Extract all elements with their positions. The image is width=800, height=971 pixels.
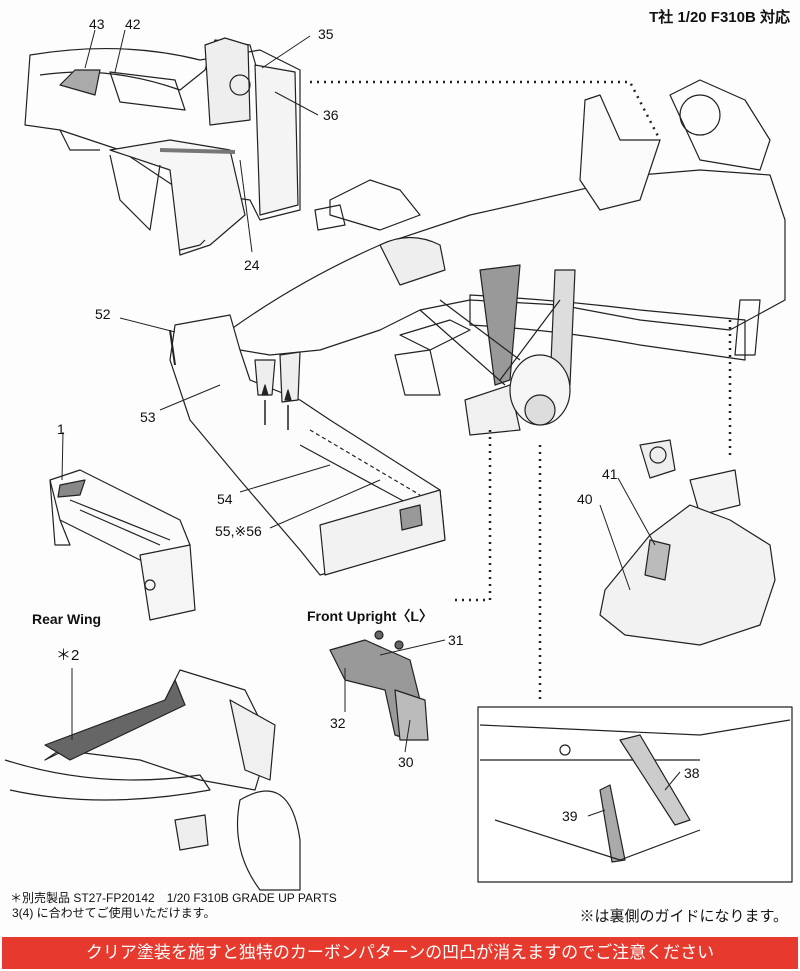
part-label-1: 1 [57,421,65,437]
part-label-35: 35 [318,26,334,42]
footnote-line-2: 3(4) に合わせてご使用いただけます。 [12,906,216,920]
part-label-40: 40 [577,491,593,507]
back-side-guide-note: ※は裏側のガイドになります。 [579,908,788,925]
sidepod-parts-drawing [599,439,776,646]
separate-product-footnote: ＊別売製品 ST27-FP20142 1/20 F310B GRADE UP P… [10,891,337,921]
part-label-2: ＊2 [56,647,80,664]
part-label-54: 54 [217,491,233,507]
callout-lines [310,80,732,700]
part-label-39: 39 [562,808,578,824]
part-label-41: 41 [602,466,618,482]
part-label-32: 32 [330,715,346,731]
car-body-drawing [229,79,786,436]
part-label-55-56: 55,※56 [215,523,262,539]
front-upright-section-title: Front Upright〈L〉 [307,608,433,624]
clear-coat-warning-banner: クリア塗装を施すと独特のカーボンパターンの凹凸が消えますのでご注意ください [2,937,798,969]
kit-compatibility-header: T社 1/20 F310B 対応 [649,9,790,26]
front-wing-drawing [169,314,446,576]
front-upright-drawing [329,630,429,741]
part-label-30: 30 [398,754,414,770]
part-label-38: 38 [684,765,700,781]
part-label-43: 43 [89,16,105,32]
cockpit-sidepod-drawing [24,37,301,256]
part-label-31: 31 [448,632,464,648]
suspension-inset-drawing [477,706,793,883]
part-label-36: 36 [323,107,339,123]
leader-lines [61,29,681,817]
footnote-line-1: ＊別売製品 ST27-FP20142 1/20 F310B GRADE UP P… [10,891,337,905]
part-label-52: 52 [95,306,111,322]
part-label-24: 24 [244,257,260,273]
part-label-42: 42 [125,16,141,32]
part-label-53: 53 [140,409,156,425]
rear-wing-detail-drawing [4,669,301,891]
rear-wing-drawing [49,469,196,621]
rear-wing-section-title: Rear Wing [32,611,102,627]
